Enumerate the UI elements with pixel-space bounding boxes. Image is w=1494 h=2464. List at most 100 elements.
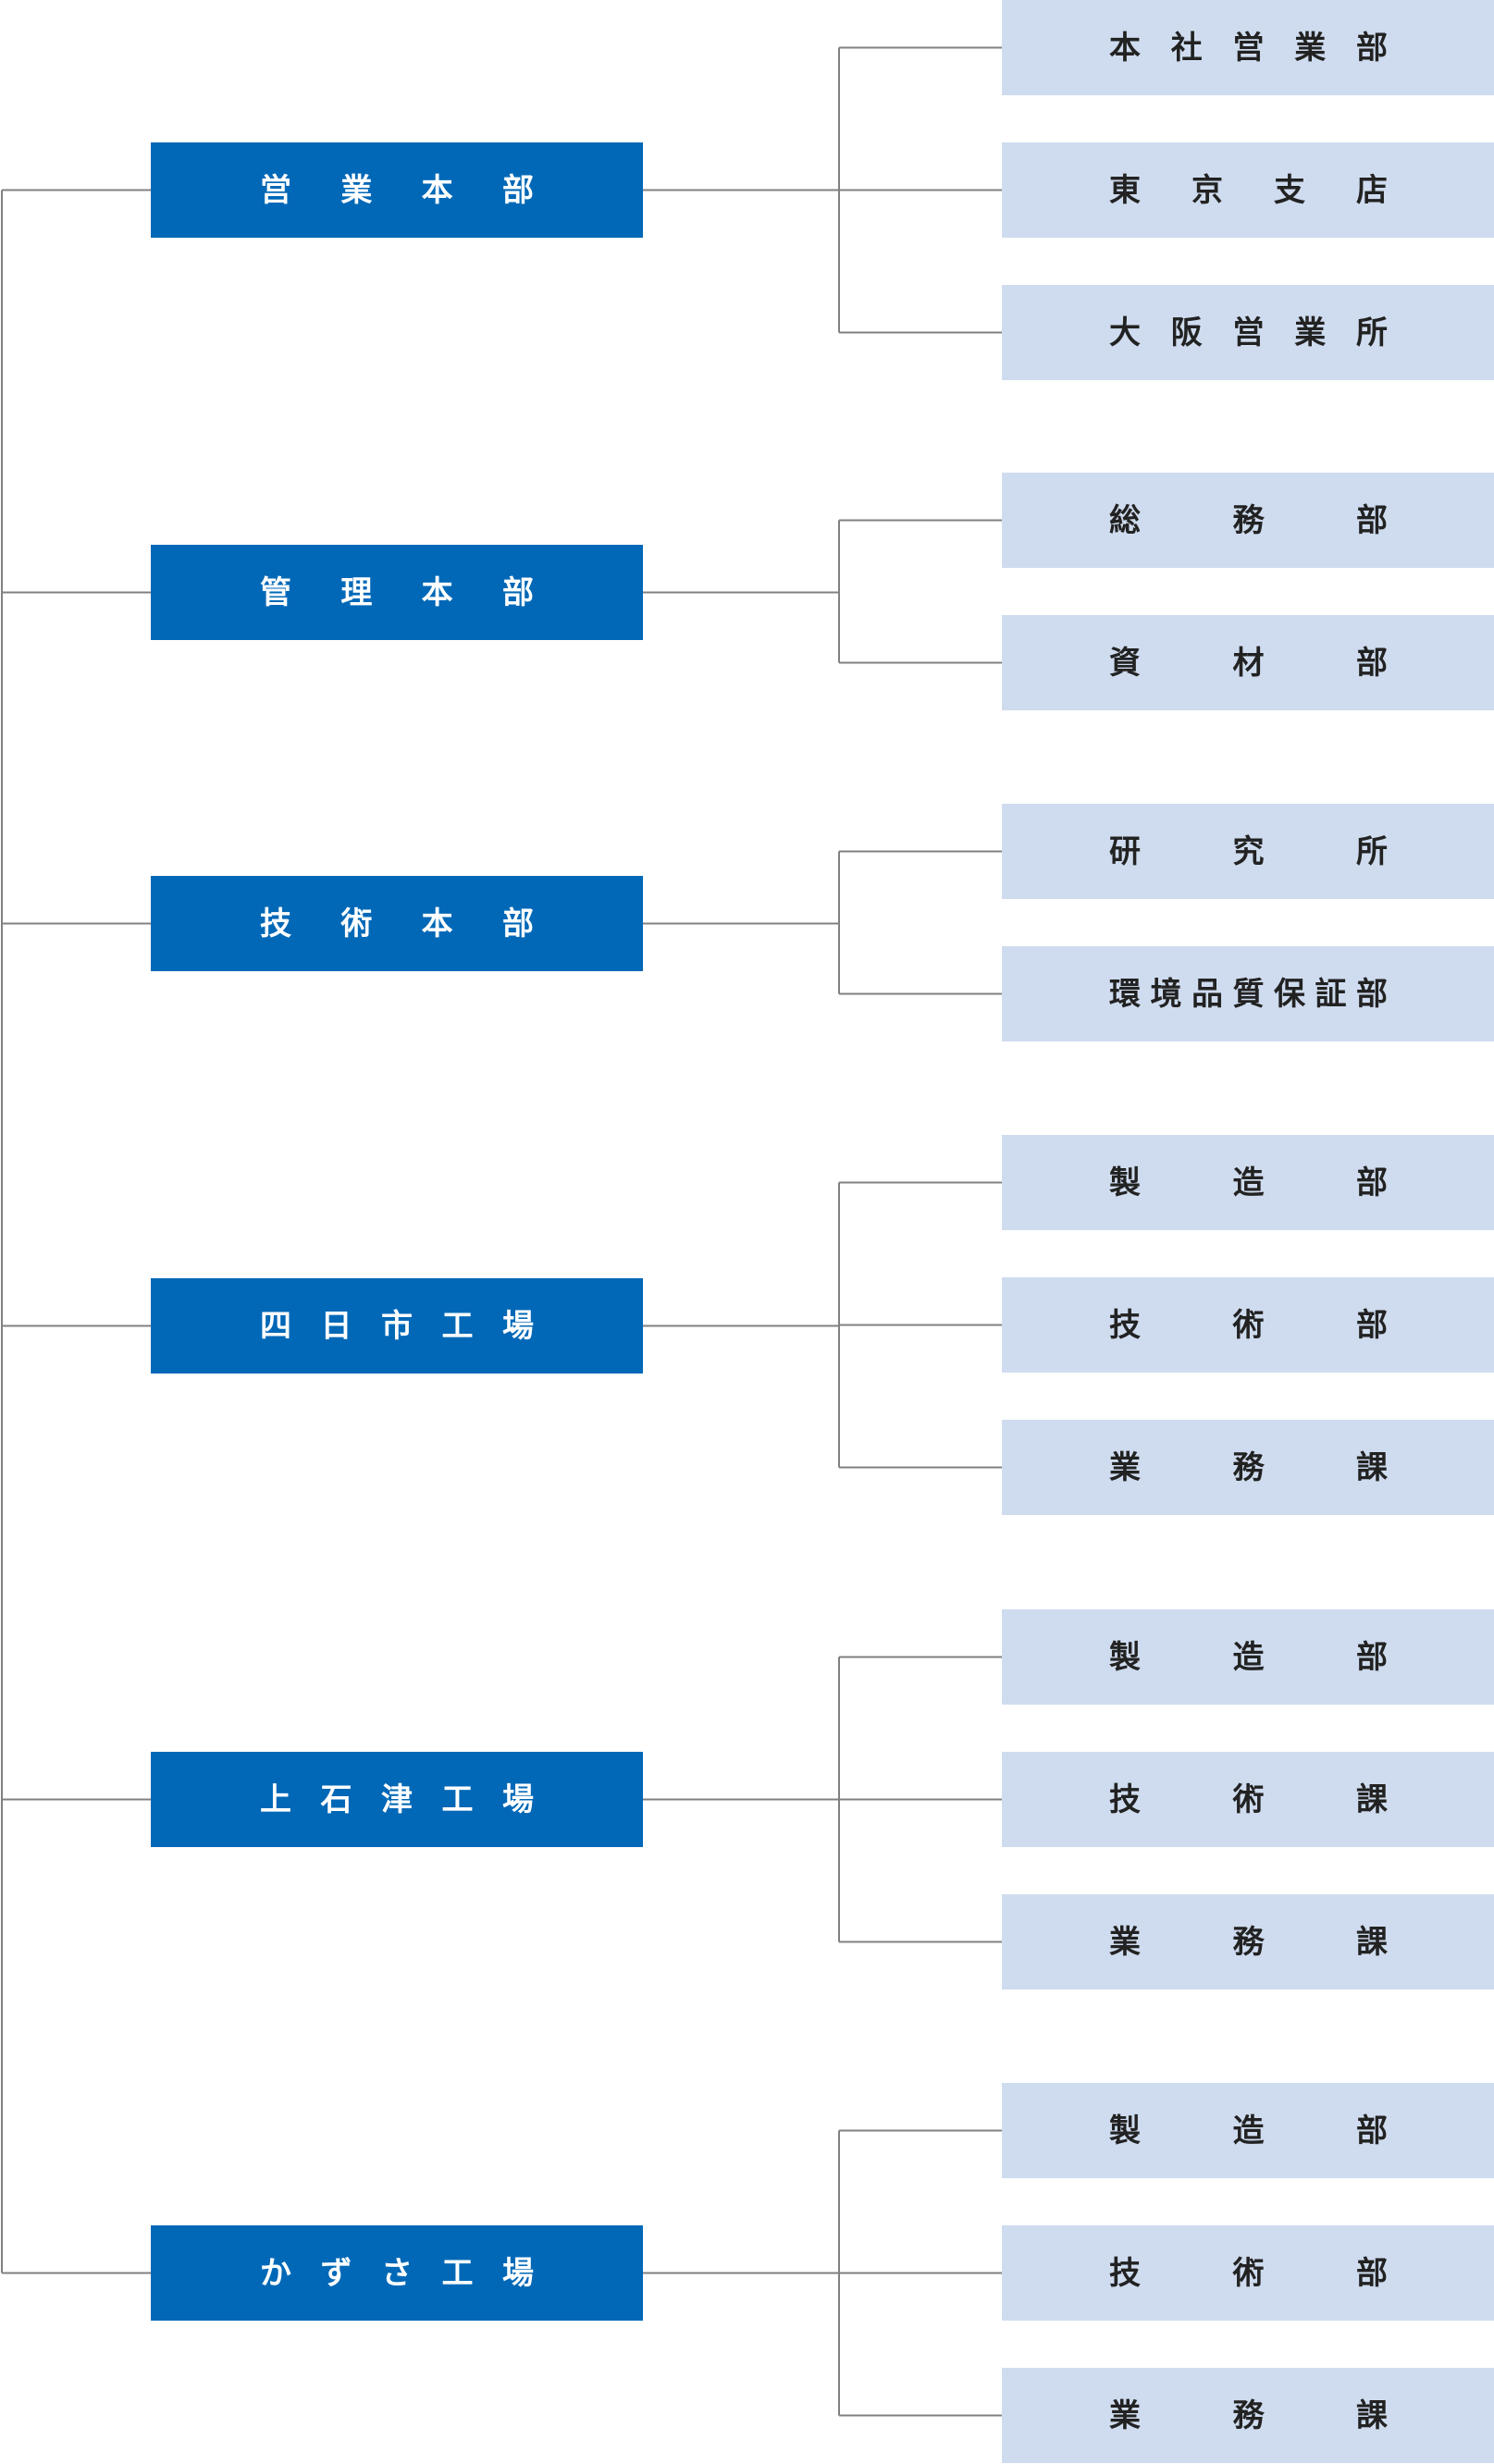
department-box: 製造部製造部 <box>1002 1135 1494 1230</box>
department-box-char: 造 <box>1232 1164 1265 1201</box>
department-box-char: 社 <box>1170 29 1203 67</box>
division-box: 管理本部管理本部 <box>151 545 643 640</box>
department-box-char: 課 <box>1356 1780 1388 1818</box>
department-box-char: 技 <box>1109 1780 1141 1818</box>
department-box-char: 務 <box>1232 501 1265 539</box>
department-box-char: 業 <box>1109 2396 1141 2434</box>
department-box-char: 業 <box>1294 29 1327 67</box>
department-box-char: 本 <box>1109 29 1141 67</box>
department-box: 技術部技術部 <box>1002 2225 1494 2321</box>
department-box-char: 京 <box>1191 171 1223 209</box>
department-box-char: 大 <box>1109 314 1141 351</box>
division-box-char: 管 <box>260 573 291 611</box>
department-box-char: 所 <box>1356 314 1388 351</box>
department-box: 総務部総務部 <box>1002 473 1494 568</box>
division-box-char: 営 <box>260 171 291 209</box>
department-box-char: 造 <box>1232 1638 1265 1676</box>
division-box-char: か <box>260 2254 291 2292</box>
department-box: 製造部製造部 <box>1002 2083 1494 2178</box>
department-box-char: 製 <box>1109 1638 1141 1676</box>
department-box: 環境品質保証部環境品質保証部 <box>1002 946 1494 1041</box>
department-box-char: 部 <box>1356 1306 1388 1344</box>
department-box-char: 営 <box>1232 314 1265 351</box>
department-box-char: 部 <box>1356 501 1388 539</box>
department-box-char: 部 <box>1356 2254 1388 2292</box>
division-box-char: 本 <box>421 171 453 209</box>
department-box-char: 営 <box>1232 29 1265 67</box>
division-box-char: 場 <box>502 1780 534 1818</box>
division-box-char: 場 <box>502 2254 534 2292</box>
department-box: 技術課技術課 <box>1002 1752 1494 1847</box>
department-box-char: 材 <box>1232 644 1265 682</box>
department-box: 資材部資材部 <box>1002 615 1494 710</box>
division-box-char: 理 <box>340 573 373 611</box>
division-box-char: 部 <box>501 171 534 209</box>
division-box-char: 市 <box>381 1307 413 1345</box>
department-box-char: 務 <box>1232 1923 1265 1961</box>
department-box-char: 業 <box>1294 314 1327 351</box>
division-box-char: 業 <box>340 171 373 209</box>
department-box-char: 課 <box>1356 1923 1388 1961</box>
division-box: 営業本部営業本部 <box>151 142 643 238</box>
department-box-char: 製 <box>1109 2112 1141 2150</box>
department-box: 本社営業部本社営業部 <box>1002 0 1494 95</box>
division-box-char: 工 <box>441 1780 474 1818</box>
department-box-char: 部 <box>1356 1164 1388 1201</box>
department-box-char: 境 <box>1150 975 1182 1013</box>
division-box-char: 部 <box>501 573 534 611</box>
department-box: 大阪営業所大阪営業所 <box>1002 285 1494 380</box>
division-box-char: 上 <box>260 1780 291 1818</box>
department-box-char: 課 <box>1356 2396 1388 2434</box>
division-box-char: 工 <box>441 1307 474 1345</box>
department-box-char: 業 <box>1109 1448 1141 1486</box>
department-box: 製造部製造部 <box>1002 1609 1494 1705</box>
department-box-char: 部 <box>1356 29 1388 67</box>
division-box-char: 場 <box>502 1307 534 1345</box>
division-box-char: 術 <box>340 905 373 942</box>
department-box: 業務課業務課 <box>1002 1894 1494 1990</box>
division-box-char: 技 <box>260 905 291 942</box>
department-box-char: 資 <box>1109 644 1141 682</box>
department-box-char: 技 <box>1109 1306 1141 1344</box>
department-box-char: 務 <box>1232 2396 1265 2434</box>
division-box-char: さ <box>381 2254 413 2292</box>
department-box-char: 店 <box>1356 171 1388 209</box>
department-box-char: 術 <box>1232 1306 1265 1344</box>
department-box-char: 環 <box>1109 975 1141 1013</box>
division-box-char: 石 <box>320 1780 352 1818</box>
department-box: 業務課業務課 <box>1002 2368 1494 2463</box>
division-box-char: 本 <box>421 905 453 942</box>
department-box-char: 製 <box>1109 1164 1141 1201</box>
department-box-char: 課 <box>1356 1448 1388 1486</box>
department-box: 技術部技術部 <box>1002 1277 1494 1373</box>
department-box-char: 業 <box>1109 1923 1141 1961</box>
department-box-char: 東 <box>1109 171 1141 209</box>
division-box-char: ず <box>320 2254 352 2292</box>
division-box-char: 部 <box>501 905 534 942</box>
division-box-char: 日 <box>320 1307 352 1345</box>
department-box-char: 技 <box>1109 2254 1141 2292</box>
department-box-char: 部 <box>1356 1638 1388 1676</box>
department-box-char: 究 <box>1232 832 1265 870</box>
department-box-char: 術 <box>1232 2254 1265 2292</box>
department-box-char: 品 <box>1191 975 1223 1013</box>
department-box-char: 研 <box>1109 832 1141 870</box>
department-box-char: 部 <box>1356 644 1388 682</box>
department-box-char: 部 <box>1356 2112 1388 2150</box>
division-box-char: 四 <box>260 1307 291 1345</box>
division-box: かずさ工場かずさ工場 <box>151 2225 643 2321</box>
department-box: 東京支店東京支店 <box>1002 142 1494 238</box>
division-box: 四日市工場四日市工場 <box>151 1278 643 1374</box>
department-box: 研究所研究所 <box>1002 804 1494 899</box>
division-box-char: 工 <box>441 2254 474 2292</box>
department-box-char: 質 <box>1232 975 1265 1013</box>
division-box-char: 津 <box>381 1780 413 1818</box>
division-box: 技術本部技術本部 <box>151 876 643 971</box>
department-box-char: 造 <box>1232 2112 1265 2150</box>
department-box-char: 支 <box>1274 171 1305 209</box>
department-box-char: 務 <box>1232 1448 1265 1486</box>
department-box-char: 総 <box>1109 501 1141 539</box>
department-box-char: 部 <box>1356 975 1388 1013</box>
